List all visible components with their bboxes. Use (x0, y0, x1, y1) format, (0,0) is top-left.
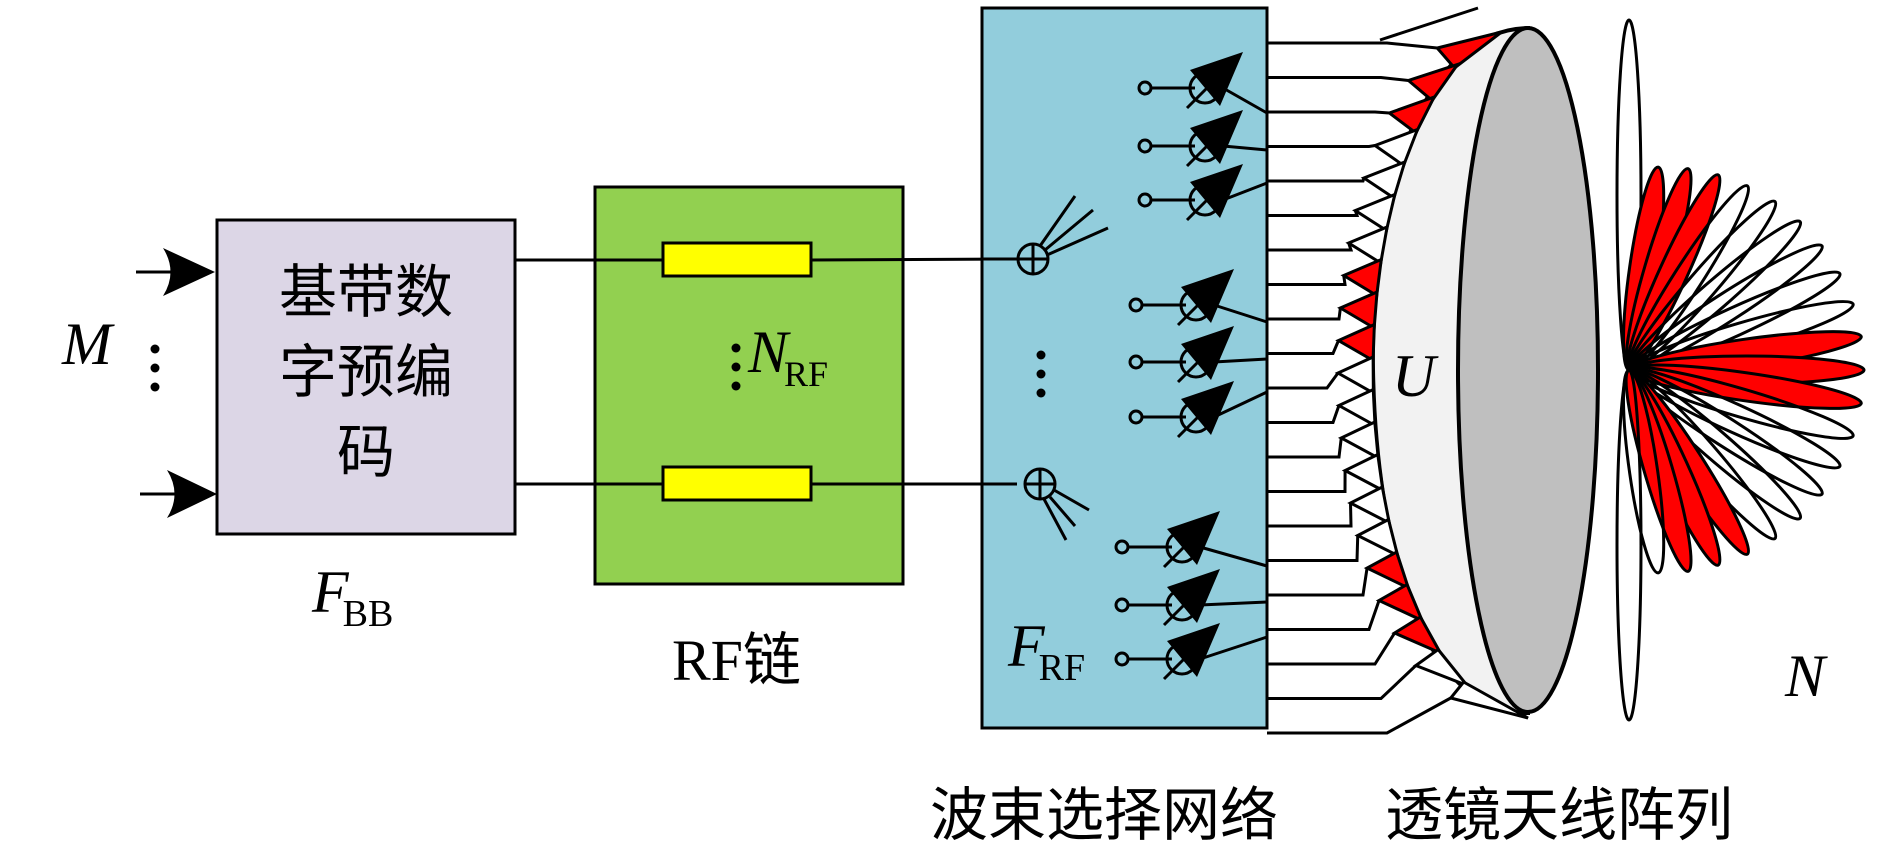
feed-element (1448, 680, 1529, 720)
beam-switch-icon (1114, 569, 1268, 627)
beam-switch-icon (1128, 326, 1268, 384)
beam-lobe (1615, 368, 1643, 722)
feed-element-selected (1391, 614, 1444, 657)
feed-line (1267, 535, 1360, 562)
feed-line (1267, 177, 1366, 183)
feed-element (1337, 419, 1380, 461)
feed-line (1267, 470, 1347, 493)
rf-chain-caption: RF链 (672, 626, 801, 694)
input-arrow-bottom (140, 470, 217, 518)
baseband-title-line-2: 字预编 (279, 338, 453, 406)
baseband-title-line-1: 基带数 (279, 258, 453, 326)
baseband-title-line-3: 码 (337, 418, 395, 486)
baseband-precoder: 基带数 字预编 码 M FBB (61, 218, 517, 635)
baseband-symbol: FBB (311, 559, 393, 635)
feed-element-selected (1335, 322, 1376, 364)
feed-element-selected (1375, 582, 1425, 624)
feed-line (1267, 567, 1369, 597)
feed-element (1371, 126, 1421, 168)
feed-line (1267, 41, 1438, 50)
beam-switch-icon (1137, 110, 1268, 168)
rf-chain-count-label: NRF (747, 319, 828, 394)
feed-line (1267, 664, 1417, 700)
feed-element (1412, 647, 1472, 689)
feed-line (1267, 502, 1353, 528)
feed-element-selected (1337, 289, 1379, 331)
beam-selection-network: FRF (980, 6, 1269, 730)
lens-antenna: U (1334, 25, 1600, 720)
lens-label: U (1392, 343, 1439, 409)
rf-chain-ellipsis-icon (731, 343, 741, 391)
feed-line (1267, 144, 1376, 148)
beam-switch-icon (1137, 164, 1268, 222)
lens-array-caption: 透镜天线阵列 (1385, 781, 1733, 848)
feed-line (1267, 696, 1452, 735)
feed-element-selected (1363, 549, 1411, 591)
feed-element (1334, 354, 1375, 396)
combiner-top-icon (1016, 195, 1109, 276)
beam-switch-icon (1114, 511, 1268, 569)
feed-element (1335, 387, 1377, 429)
feed-line (1267, 242, 1354, 252)
lens-rim (1456, 26, 1600, 714)
beam-network-caption: 波束选择网络 (930, 781, 1278, 848)
feed-element (1354, 517, 1400, 559)
feed-element-selected (1434, 30, 1503, 71)
beam-switch-icon (1128, 269, 1268, 327)
beam-switch-icon (1114, 623, 1268, 681)
feed-element-selected (1405, 61, 1462, 103)
beam-switch-group (1114, 52, 1268, 681)
feed-line (1267, 405, 1341, 424)
feed-element-group (1334, 30, 1529, 720)
baseband-box (215, 218, 517, 536)
beam-switch-icon (1128, 381, 1268, 439)
rf-chain-component-bottom (661, 465, 813, 502)
feed-element (1360, 159, 1408, 201)
network-ellipsis-icon (1036, 350, 1046, 398)
feed-element-selected (1340, 257, 1384, 298)
feed-line (1267, 110, 1390, 115)
feed-line (1267, 372, 1340, 390)
rf-chain-component-top (661, 241, 813, 278)
beam-network-symbol: FRF (1007, 613, 1085, 689)
feed-line (1267, 600, 1381, 631)
feed-line (1267, 210, 1360, 217)
feed-element (1352, 192, 1397, 233)
feed-line (1267, 307, 1342, 321)
beam-pattern (1615, 18, 1866, 722)
feed-element-selected (1386, 94, 1438, 136)
feed-element (1345, 224, 1390, 266)
feed-element (1347, 484, 1392, 526)
feed-line (1267, 437, 1343, 459)
input-streams-label: M (61, 311, 115, 377)
combiner-bottom-icon (1023, 467, 1090, 541)
input-arrow-top (136, 248, 215, 296)
lens-feed-lines (1267, 6, 1479, 735)
feed-line (1267, 275, 1347, 286)
feed-line (1379, 6, 1479, 42)
feed-line (1267, 76, 1409, 82)
beam-switch-icon (1137, 52, 1268, 115)
beam-count-label: N (1784, 643, 1828, 709)
feed-element (1341, 452, 1385, 494)
rf-chain-block: NRF RF链 (593, 185, 905, 694)
input-ellipsis-icon (150, 344, 160, 392)
feed-line (1267, 632, 1396, 666)
feed-line (1267, 339, 1340, 355)
